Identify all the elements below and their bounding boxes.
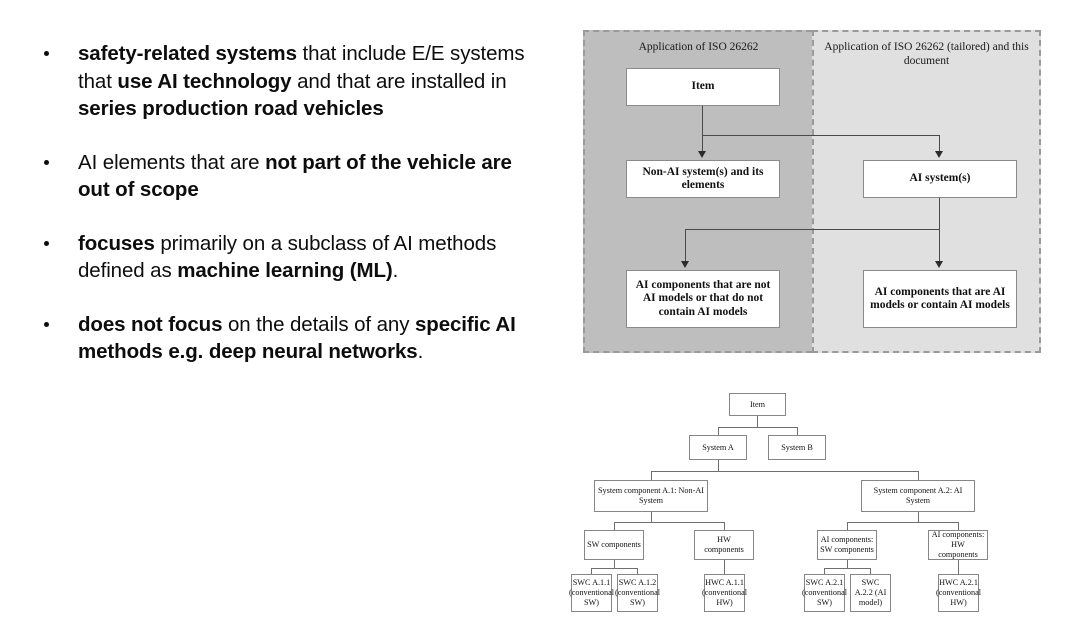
tree-node-swc-a21: SWC A.2.1 (conventional SW) [802,574,847,612]
tree-node-system-a: System A [689,435,747,460]
tree-node-hw-components: HW components [694,530,754,560]
tree-line-sw-split [591,568,638,569]
tree-line-to-swc-a21 [824,568,825,575]
tree-node-item: Item [729,393,786,416]
panel-left-header: Application of ISO 26262 [638,41,759,53]
tree-line-system-a-stem [718,459,719,472]
tree-node-swc-a22: SWC A.2.2 (AI model) [850,574,891,612]
tree-line-item-stem [757,415,758,428]
tree-line-ai-sw-stem [847,559,848,569]
tree-line-a2-split [847,522,959,523]
arrow-to-non-ai-components [681,261,689,268]
arrow-to-ai-components [935,261,943,268]
tree-node-system-component-a2: System component A.2: AI System [861,480,975,512]
tree-node-sw-components: SW components [584,530,644,560]
tree-line-to-sw-components [614,522,615,531]
tree-line-to-swc-a11 [591,568,592,575]
tree-line-ai-sw-split [824,568,871,569]
tree-node-hwc-a11: HWC A.1.1 (conventional HW) [702,574,747,612]
tree-node-system-component-a1: System component A.1: Non-AI System [594,480,708,512]
tree-node-ai-sw-components: AI components: SW components [817,530,877,560]
connector-item-stem [702,106,704,136]
bullet-does-not-focus-specific-methods: does not focus on the details of any spe… [30,311,530,366]
flowchart-box-item: Item [626,68,780,106]
bullet-marker-icon [44,159,49,165]
tree-line-a2-stem [918,511,919,523]
tree-line-to-swc-a12 [637,568,638,575]
tree-line-item-split [718,427,797,428]
panel-right-header: Application of ISO 26262 (tailored) and … [824,41,1029,67]
tree-node-hwc-a21: HWC A.2.1 (conventional HW) [936,574,981,612]
tree-line-to-component-a1 [651,471,652,481]
bullet-text: does not focus on the details of any spe… [78,312,516,364]
bullet-list: safety-related systems that include E/E … [30,40,530,366]
tree-line-to-ai-sw-components [847,522,848,531]
arrow-to-non-ai-system [698,151,706,158]
tree-line-to-hw-components [724,522,725,531]
bullet-text: focuses primarily on a subclass of AI me… [78,231,497,283]
bullet-text: safety-related systems that include E/E … [78,42,525,120]
tree-line-to-system-b [797,427,798,436]
iso-26262-application-flowchart: Application of ISO 26262 Application of … [583,30,1041,353]
tree-line-system-a-split [651,471,919,472]
connector-ai-system-stem [939,198,941,230]
connector-item-split [702,135,940,137]
flowchart-box-non-ai-components: AI components that are not AI models or … [626,270,780,328]
tree-line-to-swc-a22 [870,568,871,575]
tree-node-swc-a12: SWC A.1.2 (conventional SW) [615,574,660,612]
connector-to-ai-components [939,229,941,263]
tree-line-sw-stem [614,559,615,569]
arrow-to-ai-system [935,151,943,158]
bullet-marker-icon [44,240,49,246]
tree-line-to-system-a [718,427,719,436]
bullet-focuses-machine-learning: focuses primarily on a subclass of AI me… [30,230,530,285]
tree-node-ai-hw-components: AI components: HW components [928,530,988,560]
flowchart-box-ai-components: AI components that are AI models or cont… [863,270,1017,328]
connector-to-non-ai-components [685,229,687,263]
connector-to-ai-system [939,135,941,153]
bullet-text: AI elements that are not part of the veh… [78,150,512,202]
tree-line-to-hwc-a11 [724,559,725,575]
bullet-marker-icon [44,321,49,327]
tree-line-to-hwc-a21 [958,559,959,575]
flowchart-box-non-ai-system: Non-AI system(s) and its elements [626,160,780,198]
tree-line-a1-split [614,522,725,523]
tree-node-swc-a11: SWC A.1.1 (conventional SW) [569,574,614,612]
connector-ai-system-split [685,229,940,231]
item-decomposition-tree: Item System A System B System component … [569,383,1041,615]
bullet-scope-safety-related-systems: safety-related systems that include E/E … [30,40,530,123]
connector-to-non-ai [702,135,704,153]
tree-line-to-component-a2 [918,471,919,481]
bullet-ai-elements-out-of-scope: AI elements that are not part of the veh… [30,149,530,204]
tree-node-system-b: System B [768,435,826,460]
flowchart-box-ai-system: AI system(s) [863,160,1017,198]
tree-line-a1-stem [651,511,652,523]
bullet-marker-icon [44,51,49,56]
tree-line-to-ai-hw-components [958,522,959,531]
